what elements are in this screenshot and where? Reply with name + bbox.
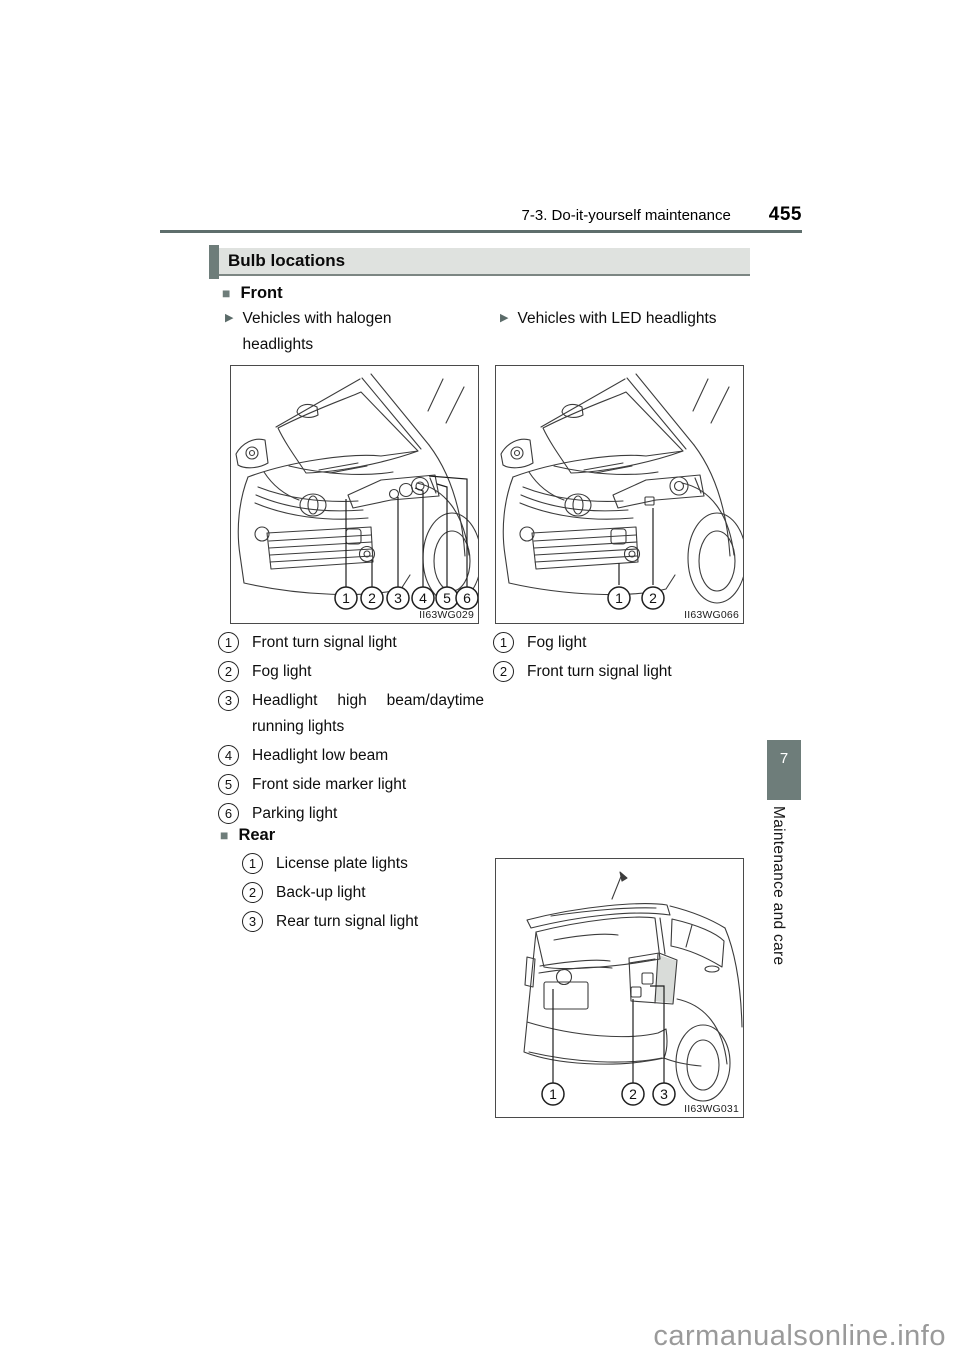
front-heading-label: Front: [240, 284, 283, 302]
page-number: 455: [768, 204, 802, 225]
halogen-variant-header: ▶ Vehicles with halogen headlights: [225, 306, 414, 358]
square-bullet-icon: ■: [220, 827, 229, 843]
led-variant-label: Vehicles with LED headlights: [517, 310, 717, 327]
callout-number: 1: [242, 853, 263, 874]
callout-1: 1: [549, 1086, 557, 1102]
chapter-tab: 7: [767, 740, 801, 800]
front-section-heading: ■ Front: [222, 284, 283, 303]
rear-section-heading: ■ Rear: [220, 826, 275, 845]
rear-callout-list: 1 License plate lights 2 Back-up light 3…: [242, 851, 502, 938]
front-halogen-car-drawing: 1 2 3 4 5 6: [235, 373, 478, 610]
rear-heading-label: Rear: [238, 826, 276, 844]
halogen-variant-label: Vehicles with halogen headlights: [242, 310, 392, 353]
triangle-bullet-icon: ▶: [500, 312, 509, 324]
figure-code: II63WG029: [419, 609, 474, 621]
callout-6: 6: [463, 590, 471, 606]
figure-front-led: 1 2 II63WG066: [495, 365, 744, 624]
list-item: 1 License plate lights: [242, 851, 502, 877]
list-item: 4 Headlight low beam: [218, 743, 488, 769]
list-item: 5 Front side marker light: [218, 772, 488, 798]
callout-3: 3: [660, 1086, 668, 1102]
figure-code: II63WG031: [684, 1103, 739, 1115]
list-item: 2 Back-up light: [242, 880, 502, 906]
callout-number: 6: [218, 803, 239, 824]
callout-number: 2: [493, 661, 514, 682]
list-item: 6 Parking light: [218, 801, 488, 827]
callout-number: 1: [218, 632, 239, 653]
callout-2: 2: [649, 590, 657, 606]
list-item: 2 Fog light: [218, 659, 488, 685]
callout-3: 3: [394, 590, 402, 606]
callout-4: 4: [419, 590, 427, 606]
bulb-locations-banner: Bulb locations: [209, 245, 750, 279]
halogen-callout-list: 1 Front turn signal light 2 Fog light 3 …: [218, 630, 488, 830]
leader-lines: [618, 508, 654, 585]
callout-number: 2: [218, 661, 239, 682]
leader-lines: [552, 985, 665, 1083]
callout-number: 4: [218, 745, 239, 766]
callout-number: 3: [218, 690, 239, 711]
figure-code: II63WG066: [684, 609, 739, 621]
callout-1: 1: [615, 590, 623, 606]
banner-title: Bulb locations: [228, 251, 346, 270]
front-led-car-drawing: 1 2: [500, 373, 743, 610]
led-callout-list: 1 Fog light 2 Front turn signal light: [493, 630, 753, 688]
figure-front-halogen: 1 2 3 4 5 6 II63WG029: [230, 365, 479, 624]
leader-lines: [345, 475, 468, 587]
callout-number: 5: [218, 774, 239, 795]
banner-strip: [209, 248, 750, 276]
rear-car-drawing: 1 2 3: [523, 871, 743, 1106]
callout-2: 2: [368, 590, 376, 606]
figure-callouts: 1 2 3 4 5 6: [334, 586, 478, 610]
section-title: 7-3. Do-it-yourself maintenance: [521, 207, 731, 224]
list-item: 1 Front turn signal light: [218, 630, 488, 656]
list-item: 3 Rear turn signal light: [242, 909, 502, 935]
figure-callouts: 1 2: [607, 586, 665, 610]
callout-5: 5: [443, 590, 451, 606]
page-header: 7-3. Do-it-yourself maintenance 455: [160, 204, 802, 226]
callout-number: 2: [242, 882, 263, 903]
chapter-title-vertical: Maintenance and care: [770, 806, 787, 966]
callout-number: 1: [493, 632, 514, 653]
figure-callouts: 1 2 3: [541, 1082, 676, 1106]
callout-1: 1: [342, 590, 350, 606]
square-bullet-icon: ■: [222, 285, 231, 301]
banner-accent-bar: [209, 245, 219, 279]
triangle-bullet-icon: ▶: [225, 312, 234, 324]
list-item: 3 Headlight high beam/daytime running li…: [218, 688, 488, 740]
callout-2: 2: [629, 1086, 637, 1102]
led-variant-header: ▶ Vehicles with LED headlights: [500, 306, 717, 332]
figure-rear: 1 2 3 II63WG031: [495, 858, 744, 1118]
callout-number: 3: [242, 911, 263, 932]
list-item: 2 Front turn signal light: [493, 659, 753, 685]
list-item: 1 Fog light: [493, 630, 753, 656]
watermark: carmanualsonline.info: [653, 1320, 946, 1352]
header-rule: [160, 230, 802, 233]
